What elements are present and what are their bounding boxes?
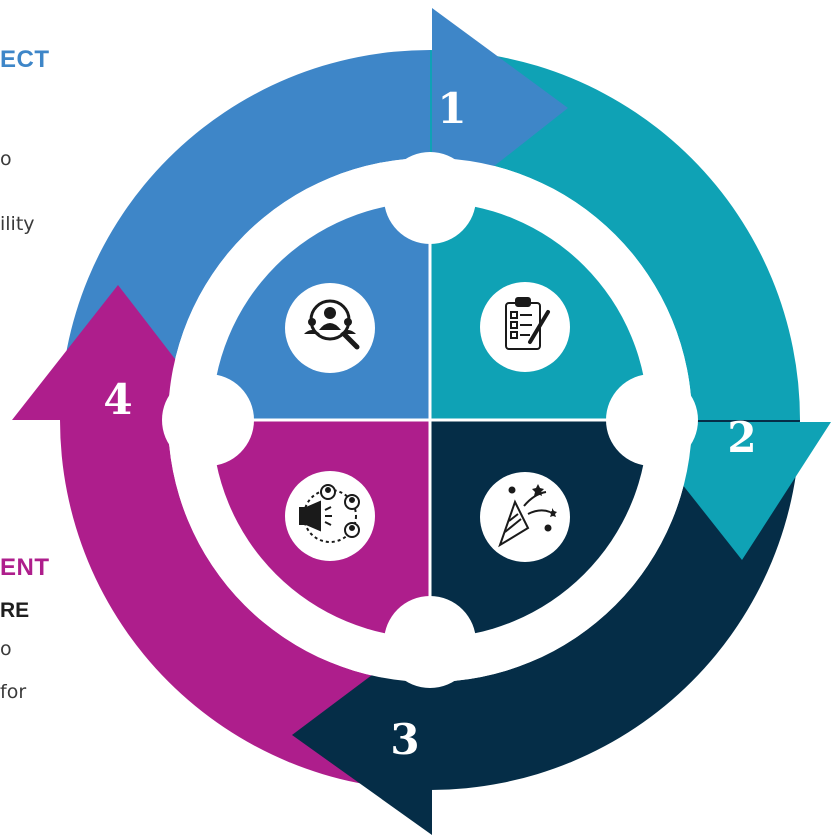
stage-2-icon-badge [480, 282, 570, 372]
bottom-text-line-2: for [0, 681, 27, 703]
stage-4-arrowhead [12, 285, 222, 420]
bottom-text-line-1: o [0, 638, 12, 660]
top-text-line-2: ility [0, 213, 35, 235]
checklist-clipboard-icon [505, 297, 550, 350]
stage-1-number: 1 [437, 84, 466, 133]
party-popper-icon [498, 484, 557, 548]
top-heading: ECT [0, 46, 50, 73]
stage-1-icon-badge [285, 283, 375, 373]
bottom-heading: ENT [0, 554, 50, 581]
search-people-icon [304, 299, 360, 350]
stage-3-number: 3 [390, 715, 419, 764]
stage-3-icon-badge [480, 472, 570, 562]
stage-4-icon-badge [285, 471, 375, 561]
bottom-subheading: RE [0, 599, 30, 622]
stage-4-arc [60, 420, 430, 790]
stage-1-arc [60, 50, 430, 420]
megaphone-people-icon [299, 484, 360, 543]
stage-2-number: 2 [727, 413, 756, 462]
stage-4-number: 4 [103, 375, 132, 424]
stage-3-arrowhead [292, 630, 432, 835]
top-text-line-1: o [0, 148, 12, 170]
